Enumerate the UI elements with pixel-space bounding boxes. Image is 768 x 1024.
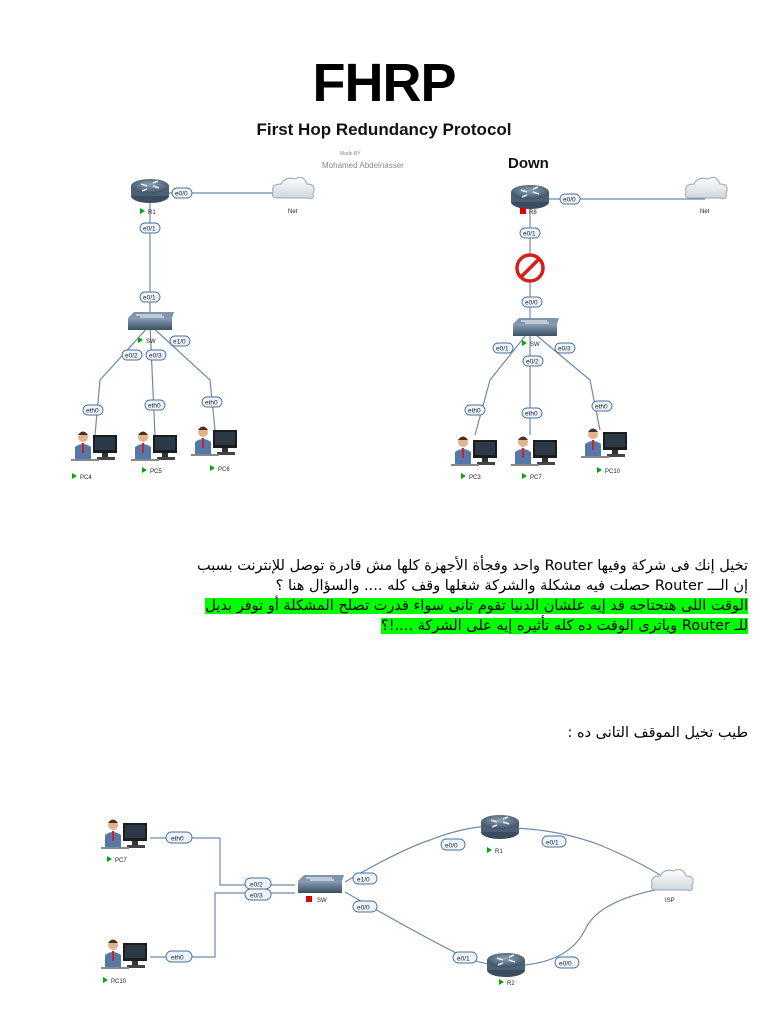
iface-sw-e10-d3: e1/0	[357, 877, 370, 884]
text-line-2: إن الـــ Router حصلت فيه مشكلة والشركة ش…	[275, 578, 748, 594]
iface-r8-e00: e0/0	[563, 197, 576, 204]
iface-sw2-e02: e0/2	[526, 359, 539, 366]
label-pc6: PC6	[218, 467, 230, 473]
iface-pc10-eth0-d3: eth0	[171, 955, 184, 962]
label-pc10: PC10	[605, 469, 621, 475]
iface-r8-e01: e0/1	[523, 231, 536, 238]
iface-sw-e10: e1/0	[173, 339, 186, 346]
iface-pc7-eth0-d3: eth0	[171, 836, 184, 843]
author-name: Mohamed Abdelnasser	[322, 161, 404, 170]
label-r1: R1	[148, 210, 156, 216]
iface-sw2-e00: e0/0	[525, 300, 538, 307]
text-line-1: تخيل إنك فى شركة وفيها Router واحد وفجأة…	[197, 558, 748, 574]
pc6[interactable]	[191, 426, 237, 457]
highlight-line-2: للـ Router وياترى الوقت ده كله تأثيره إي…	[381, 618, 748, 634]
pc10-d3[interactable]	[101, 939, 147, 970]
label-pc10-d3: PC10	[111, 979, 127, 985]
label-net-2: Net	[700, 209, 710, 215]
cloud-net-2[interactable]	[685, 176, 728, 199]
label-pc4: PC4	[80, 475, 92, 481]
label-sw: SW	[146, 339, 156, 345]
page-subtitle: First Hop Redundancy Protocol	[256, 120, 512, 139]
iface-r1-e01: e0/1	[143, 226, 156, 233]
router-r1-d3[interactable]	[480, 814, 520, 840]
iface-pc6-eth0: eth0	[205, 400, 218, 407]
pc7[interactable]	[511, 436, 557, 467]
iface-sw2-e03: e0/3	[558, 346, 571, 353]
iface-sw-e03-d3: e0/3	[250, 893, 263, 900]
diagram-2: R8 Net SW e0/0 e0/1 e0/0 e0/1 e0/2 e0/3 …	[451, 176, 728, 481]
switch-sw-d3[interactable]	[297, 874, 345, 894]
label-pc3: PC3	[469, 475, 481, 481]
cloud-net[interactable]	[272, 176, 315, 199]
iface-pc4-eth0: eth0	[86, 408, 99, 415]
made-by-label: Made BY	[340, 151, 361, 157]
switch-sw-2[interactable]	[512, 317, 560, 337]
iface-sw-e03: e0/3	[149, 353, 162, 360]
down-label: Down	[508, 155, 549, 172]
pc3[interactable]	[451, 436, 497, 467]
label-r8: R8	[529, 210, 537, 216]
label-isp: ISP	[665, 898, 675, 904]
iface-sw-e02-d3: e0/2	[250, 882, 263, 889]
switch-sw[interactable]	[127, 311, 175, 331]
iface-sw2-e01: e0/1	[496, 346, 509, 353]
iface-r2-e00-d3: e0/0	[559, 961, 572, 968]
label-pc7-d3: PC7	[115, 858, 127, 864]
router-r2-d3[interactable]	[486, 952, 526, 978]
iface-r1-e00-d3: e0/0	[445, 843, 458, 850]
iface-sw-e02: e0/2	[125, 353, 138, 360]
iface-pc10-eth0: eth0	[595, 404, 608, 411]
label-r2-d3: R2	[507, 981, 515, 987]
pc4[interactable]	[71, 431, 117, 462]
iface-sw-e01: e0/1	[143, 295, 156, 302]
router-r1[interactable]	[130, 178, 170, 204]
diagram-1: R1 Net SW e0/0 e0/1 e0/1 e0/2 e0/3 e1/0 …	[71, 176, 315, 481]
link-down-icon	[515, 253, 545, 283]
paragraph-1: تخيل إنك فى شركة وفيها Router واحد وفجأة…	[68, 556, 748, 636]
iface-pc7-eth0: eth0	[525, 411, 538, 418]
label-pc7: PC7	[530, 475, 542, 481]
iface-r1-e01-d3: e0/1	[546, 840, 559, 847]
iface-r2-e01-d3: e0/1	[457, 956, 470, 963]
label-net: Net	[288, 209, 298, 215]
cloud-isp[interactable]	[651, 868, 694, 891]
iface-sw-e00-d3: e0/0	[357, 905, 370, 912]
diagram-3: PC7 PC10 SW R1 R2 ISP eth0 eth0 e0/2 e0/…	[101, 814, 694, 987]
highlight-line-1: الوقت اللى هتحتاجه قد إيه علشان الدنيا ت…	[205, 598, 748, 614]
pc10[interactable]	[581, 428, 627, 459]
router-r8[interactable]	[510, 184, 550, 210]
label-r1-d3: R1	[495, 849, 503, 855]
label-sw-d3: SW	[317, 898, 327, 904]
page-title: FHRP	[312, 53, 457, 113]
iface-r1-e00: e0/0	[175, 191, 188, 198]
pc7-d3[interactable]	[101, 819, 147, 850]
iface-pc3-eth0: eth0	[468, 408, 481, 415]
label-sw-2: SW	[530, 342, 540, 348]
pc5[interactable]	[131, 431, 177, 462]
iface-pc5-eth0: eth0	[148, 403, 161, 410]
label-pc5: PC5	[150, 469, 162, 475]
text-line-3: طيب تخيل الموقف التانى ده :	[567, 725, 748, 741]
paragraph-2: طيب تخيل الموقف التانى ده :	[68, 723, 748, 743]
